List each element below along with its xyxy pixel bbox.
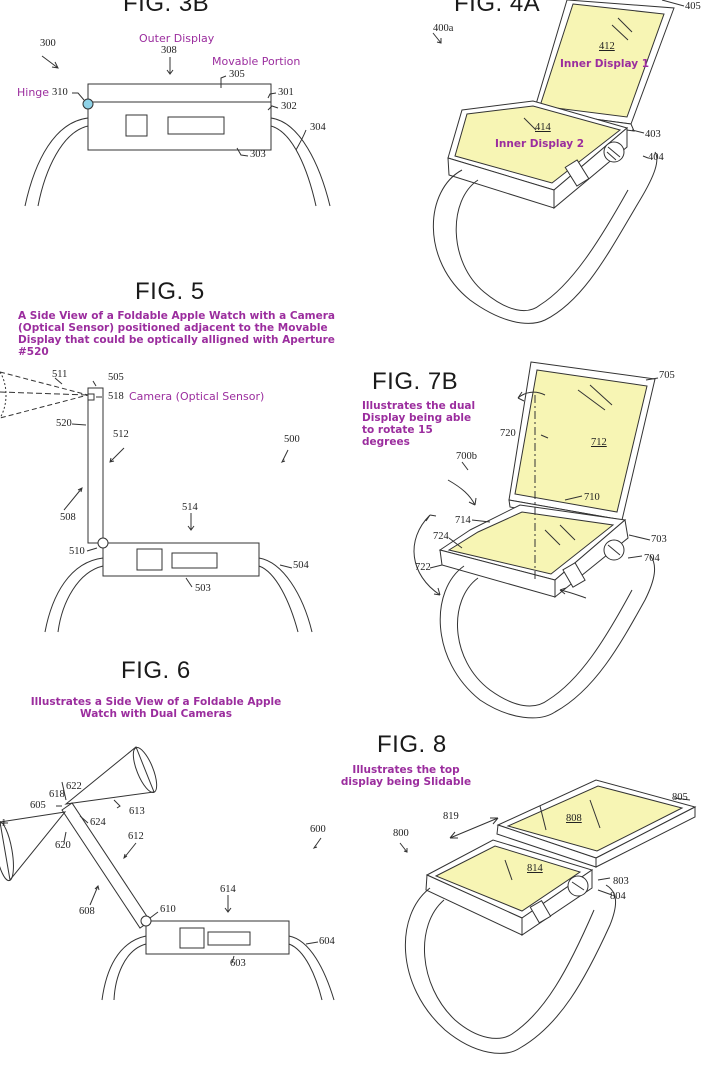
fig3b-movable-portion-label: Movable Portion [212,55,301,68]
fig5-title: FIG. 5 [135,278,205,305]
ref-310: 310 [52,87,68,98]
ref-720: 720 [500,428,516,439]
fig5-camera-label: Camera (Optical Sensor) [129,390,265,403]
fig3b-drawing [25,56,330,206]
ref-805: 805 [672,792,688,803]
fig3b-hinge-label: Hinge [17,86,50,99]
ref-303: 303 [250,149,266,160]
ref-503: 503 [195,583,211,594]
ref-712: 712 [591,437,607,448]
ref-403: 403 [645,129,661,140]
ref-613: 613 [129,806,145,817]
ref-705: 705 [659,370,675,381]
ref-308: 308 [161,45,177,56]
fig7b-title: FIG. 7B [372,368,459,395]
ref-803: 803 [613,876,629,887]
ref-611: 611 [0,818,7,829]
fig6-title: FIG. 6 [121,657,191,684]
fig4a-drawing [433,0,684,323]
ref-700b: 700b [456,451,477,462]
ref-605: 605 [30,800,46,811]
ref-520: 520 [56,418,72,429]
fig6-caption: Illustrates a Side View of a Foldable Ap… [30,696,282,720]
ref-703: 703 [651,534,667,545]
ref-819: 819 [443,811,459,822]
ref-614: 614 [220,884,236,895]
ref-500: 500 [284,434,300,445]
ref-704: 704 [644,553,660,564]
ref-808: 808 [566,813,582,824]
ref-618: 618 [49,789,65,800]
ref-511: 511 [52,369,68,380]
ref-304: 304 [310,122,326,133]
ref-505: 505 [108,372,124,383]
fig7b-caption: Illustrates the dual Display being able … [362,400,476,448]
ref-414: 414 [535,122,551,133]
ref-508: 508 [60,512,76,523]
ref-814: 814 [527,863,543,874]
fig5-drawing [0,372,312,632]
fig4a-inner-display-2-label: Inner Display 2 [495,138,585,150]
ref-612: 612 [128,831,144,842]
ref-724: 724 [433,531,449,542]
ref-604: 604 [319,936,335,947]
ref-412: 412 [599,41,615,52]
fig5-caption: A Side View of a Foldable Apple Watch wi… [18,310,335,358]
ref-804: 804 [610,891,626,902]
fig8-drawing [400,780,695,1053]
ref-504: 504 [293,560,309,571]
ref-300: 300 [40,38,56,49]
ref-305: 305 [229,69,245,80]
ref-600: 600 [310,824,326,835]
fig7b-drawing [414,362,658,718]
ref-610: 610 [160,904,176,915]
ref-622: 622 [66,781,82,792]
fig3b-outer-display-label: Outer Display [139,32,215,45]
ref-510: 510 [69,546,85,557]
ref-405: 405 [685,1,701,12]
ref-301: 301 [278,87,294,98]
ref-800: 800 [393,828,409,839]
ref-302: 302 [281,101,297,112]
ref-518: 518 [108,391,124,402]
fig4a-title: FIG. 4A [454,0,541,17]
ref-512: 512 [113,429,129,440]
ref-722: 722 [415,562,431,573]
fig8-title: FIG. 8 [377,731,447,758]
ref-710: 710 [584,492,600,503]
ref-714: 714 [455,515,471,526]
ref-404: 404 [648,152,664,163]
ref-400a: 400a [433,23,454,34]
ref-620: 620 [55,840,71,851]
ref-514: 514 [182,502,198,513]
ref-608: 608 [79,906,95,917]
ref-603: 603 [230,958,246,969]
fig6-drawing [0,745,334,1000]
fig3b-title: FIG. 3B [123,0,210,17]
fig4a-inner-display-1-label: Inner Display 1 [560,58,650,70]
ref-624: 624 [90,817,106,828]
fig8-caption: Illustrates the top display being Slidab… [340,764,472,788]
